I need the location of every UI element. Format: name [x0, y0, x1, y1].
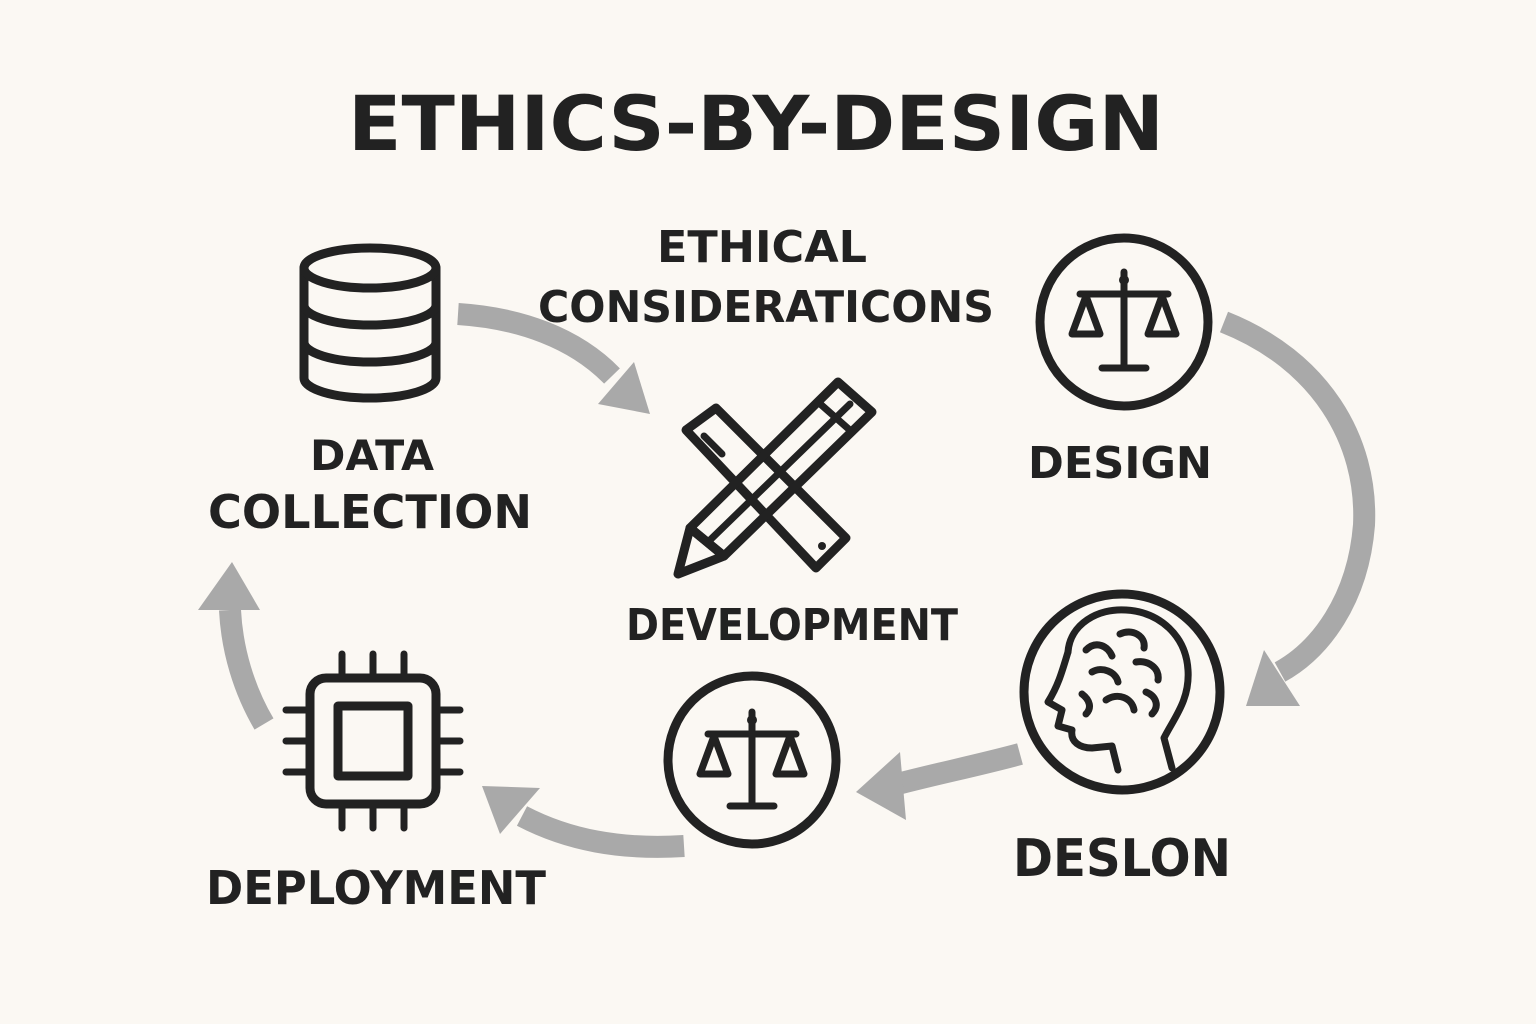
data-collection-label-line2: COLLECTION [208, 485, 532, 539]
arrow-data-to-development [457, 303, 650, 414]
design-label: DESIGN [1028, 438, 1212, 489]
deployment-label: DEPLOYMENT [206, 861, 547, 915]
development-label: DEVELOPMENT [626, 600, 958, 651]
arrow-deslon-to-scales [856, 743, 1023, 820]
arrow-scales-to-deployment [482, 786, 685, 858]
deslon-label: DESLON [1013, 829, 1231, 889]
page-title: ETHICS-BY-DESIGN [348, 79, 1164, 168]
data-collection-label-line1: DATA [310, 431, 434, 480]
pencil-ruler-icon [673, 377, 877, 579]
center-label-line1: ETHICAL [657, 222, 867, 273]
scales-icon [1035, 233, 1213, 411]
center-label-line2: CONSIDERATICONS [538, 282, 994, 333]
arrow-deployment-to-data [198, 562, 274, 730]
scales-icon [663, 671, 841, 849]
chip-icon [282, 650, 464, 832]
brain-head-icon [1019, 589, 1225, 795]
arrow-design-to-deslon [1219, 311, 1376, 706]
database-icon [299, 243, 441, 403]
